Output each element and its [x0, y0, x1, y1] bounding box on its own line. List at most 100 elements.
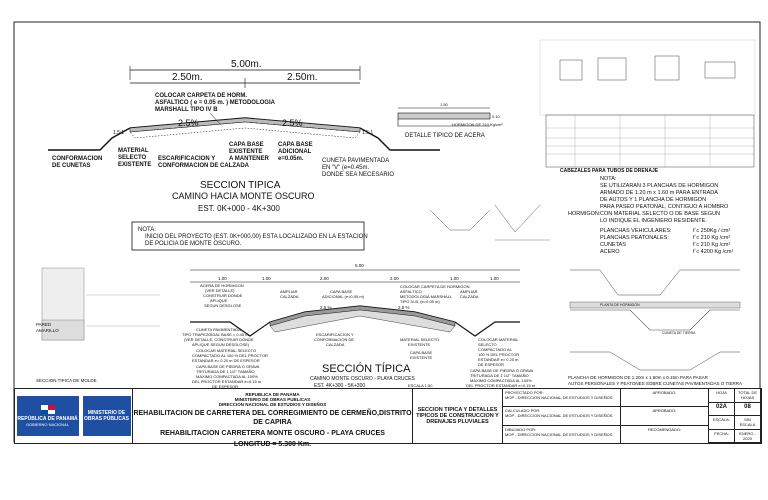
svg-text:CALZADA: CALZADA — [280, 294, 299, 299]
svg-text:MAXIMO COMPACTADA AL 100%: MAXIMO COMPACTADA AL 100% — [196, 374, 258, 379]
svg-text:DE ESPESOR: DE ESPESOR — [478, 362, 504, 367]
svg-text:TIPO TRAPEZOIDAL BASE = 0.45 m: TIPO TRAPEZOIDAL BASE = 0.45 m — [182, 332, 249, 337]
dim-left: 2.50m. — [172, 72, 203, 83]
svg-text:CAPA BASE: CAPA BASE — [410, 350, 432, 355]
svg-text:COLOCAR MATERIAL: COLOCAR MATERIAL — [478, 337, 519, 342]
svg-text:e=0.05m.: e=0.05m. — [278, 156, 304, 162]
svg-text:CAPA BASE DE PIEDRA O GRAVA: CAPA BASE DE PIEDRA O GRAVA — [470, 368, 534, 373]
svg-text:EN "V" (e=0.45m.: EN "V" (e=0.45m. — [322, 165, 369, 171]
svg-text:1.50: 1.50 — [440, 102, 449, 107]
slope-left: 2.5% — [178, 118, 199, 128]
svg-text:PLANTA DE HORMIGON: PLANTA DE HORMIGON — [600, 303, 640, 307]
svg-text:ASFALTICO ( e = 0.05 m. ) METO: ASFALTICO ( e = 0.05 m. ) METODOLOGIA — [155, 100, 276, 106]
svg-text:ADICIONAL: ADICIONAL — [278, 149, 312, 155]
svg-text:CUNETA DE TIERRA: CUNETA DE TIERRA — [662, 331, 696, 335]
svg-text:APLIQUE: APLIQUE — [210, 298, 228, 303]
mop-logo: MINISTERIO DE OBRAS PÚBLICAS — [82, 396, 131, 436]
svg-text:CAMINO MONTE OSCURO - PLAYA CR: CAMINO MONTE OSCURO - PLAYA CRUCES — [310, 376, 415, 382]
project-title: REHABILITACION DE CARRETERA DEL CORREGIM… — [133, 410, 412, 426]
side-slope-right: 1.5:1 — [362, 130, 373, 136]
svg-text:HORMIGON:: HORMIGON: — [568, 211, 601, 217]
sheet-meta: HOJA TOTAL DE HOJAS 02A 08 ESCALA: SIN E… — [709, 389, 761, 443]
svg-text:DEL PROCTOR ESTANDAR e=0.15 m: DEL PROCTOR ESTANDAR e=0.15 m — [466, 383, 536, 388]
right-lower-details: PLANTA DE HORMIGON CUNETA DE TIERRA PLAN… — [568, 269, 742, 386]
svg-text:CONSTRUIR DONDE: CONSTRUIR DONDE — [203, 293, 243, 298]
svg-text:SECCION TIPICA DE MOLDE: SECCION TIPICA DE MOLDE — [36, 378, 97, 383]
svg-text:ESCARIFICACION Y: ESCARIFICACION Y — [316, 332, 354, 337]
label-carpeta: COLOCAR CARPETA DE HORM. — [155, 93, 247, 99]
svg-text:(VER DETALLE, CONSTRUIR DONDE: (VER DETALLE, CONSTRUIR DONDE — [184, 337, 254, 342]
svg-text:CAPA BASE: CAPA BASE — [330, 289, 352, 294]
svg-text:1.00: 1.00 — [218, 276, 227, 281]
svg-text:ASFALTICO: ASFALTICO — [400, 289, 422, 294]
svg-text:ARMADO DE 1.20 m x 1.60 m PARA: ARMADO DE 1.20 m x 1.60 m PARA ENTRADA — [600, 190, 718, 196]
svg-text:PARED: PARED — [36, 322, 52, 327]
acera-detail: 1.50 HORMIGON DE 210 Kg/cm² 0.10 DETALLE… — [397, 102, 503, 139]
svg-text:2.5 %: 2.5 % — [398, 305, 410, 310]
svg-text:CUNETA PAVIMENTADA: CUNETA PAVIMENTADA — [196, 327, 241, 332]
svg-text:f`c 210 Kg /cm²: f`c 210 Kg /cm² — [693, 242, 730, 248]
svg-text:TIPO IV-B, (e=0.05 m): TIPO IV-B, (e=0.05 m) — [400, 299, 440, 304]
svg-text:EST. 4K+300 - 5K+300: EST. 4K+300 - 5K+300 — [314, 383, 365, 389]
label-capa-adicional: CAPA BASE — [278, 142, 313, 148]
svg-text:AUTOS PERSONALES Y PEATONES SO: AUTOS PERSONALES Y PEATONES SOBRE CUNETA… — [568, 381, 742, 386]
left-mold-detail: PARED AMARILLO SECCION TIPICA DE MOLDE — [36, 267, 160, 383]
label-cuneta: CUNETA PAVIMENTADA — [322, 158, 389, 164]
nota-planchas: NOTA: SE UTILIZARAN 3 PLANCHAS DE HORMIG… — [568, 176, 734, 255]
svg-text:(VER DETALLE): (VER DETALLE) — [205, 288, 235, 293]
label-escarif: ESCARIFICACION Y — [158, 156, 215, 162]
svg-text:COMPACTADO AL: COMPACTADO AL — [478, 347, 513, 352]
svg-text:ESTANDAR e= 0.20 m: ESTANDAR e= 0.20 m — [478, 357, 519, 362]
svg-text:DONDE SEA NECESARIO: DONDE SEA NECESARIO — [322, 172, 394, 178]
dim-total: 5.00m. — [231, 59, 262, 70]
roles: PROYECTADO POR:MOP - DIRECCION NACIONAL … — [503, 389, 621, 443]
svg-text:PLANCHAS VEHICULARES:: PLANCHAS VEHICULARES: — [600, 228, 672, 234]
svg-text:MAXIMO COMPACTADA AL 100%: MAXIMO COMPACTADA AL 100% — [470, 378, 532, 383]
svg-text:PLANCHAS PEATONALES:: PLANCHAS PEATONALES: — [600, 235, 669, 241]
svg-text:APLIQUE SEGUN DESGLOSE): APLIQUE SEGUN DESGLOSE) — [192, 342, 250, 347]
cabezales-details: CABEZALES PARA TUBOS DE DRENAJE — [539, 39, 756, 174]
label-material: MATERIAL — [118, 148, 149, 154]
svg-text:ADICIONAL (e=0.05 m): ADICIONAL (e=0.05 m) — [322, 294, 365, 299]
svg-text:COMPACTADO AL 100 % DEL PROCTO: COMPACTADO AL 100 % DEL PROCTOR — [192, 353, 268, 358]
svg-text:SEGUN DESGLOSE: SEGUN DESGLOSE — [204, 303, 242, 308]
svg-text:EXISTENTE: EXISTENTE — [229, 149, 262, 155]
svg-text:1.00: 1.00 — [490, 276, 499, 281]
title-block: REPÚBLICA DE PANAMÁ GOBIERNO NACIONAL MI… — [14, 388, 762, 448]
svg-text:100 % DEL PROCTOR: 100 % DEL PROCTOR — [478, 352, 519, 357]
svg-text:CONFORMACION DE CALZADA: CONFORMACION DE CALZADA — [158, 163, 250, 169]
svg-text:AMPLIAR: AMPLIAR — [460, 289, 478, 294]
svg-text:COLOCAR MATERIAL SELECTO: COLOCAR MATERIAL SELECTO — [196, 348, 256, 353]
cabezales-title: CABEZALES PARA TUBOS DE DRENAJE — [560, 168, 659, 174]
svg-text:TRITURADA DE 1 1/2" TAMAÑO: TRITURADA DE 1 1/2" TAMAÑO — [196, 369, 255, 374]
bottom-typical-section: 5.00 1.00 1.00 2.00 2.00 1.00 1.00 2.5 %… — [182, 263, 536, 393]
svg-text:ACERA DE HORMIGON: ACERA DE HORMIGON — [200, 283, 244, 288]
svg-text:CALZADA: CALZADA — [460, 294, 479, 299]
svg-text:EXISTENTE: EXISTENTE — [408, 342, 431, 347]
label-capa-existente: CAPA BASE — [229, 142, 264, 148]
svg-text:TRITURADA DE 1 1/2" TAMAÑO: TRITURADA DE 1 1/2" TAMAÑO — [470, 373, 529, 378]
svg-text:ESTANDAR e= 0.20 m DE ESPESOR: ESTANDAR e= 0.20 m DE ESPESOR — [192, 358, 260, 363]
svg-text:2.00: 2.00 — [320, 276, 329, 281]
svg-text:1.00: 1.00 — [262, 276, 271, 281]
svg-text:DE CUNETAS: DE CUNETAS — [52, 163, 91, 169]
acera-title: DETALLE TIPICO DE ACERA — [405, 133, 485, 139]
side-slope-left: 1.5:1 — [113, 130, 124, 136]
svg-text:AMPLIAR: AMPLIAR — [280, 289, 298, 294]
svg-text:2.5 %: 2.5 % — [320, 305, 332, 310]
svg-text:CALZADA: CALZADA — [326, 342, 345, 347]
svg-text:COLOCAR CARPETA DE HORMIGON: COLOCAR CARPETA DE HORMIGON — [400, 284, 470, 289]
svg-text:CUNETAS: CUNETAS — [600, 242, 626, 248]
svg-text:INICIO DEL PROYECTO (EST. 0K+0: INICIO DEL PROYECTO (EST. 0K+000.00) EST… — [145, 234, 368, 240]
approvals: APROBADO: APROBADO: RECOMENDADO: — [621, 389, 709, 443]
svg-text:DEL PROCTOR ESTANDAR e=0.15 m: DEL PROCTOR ESTANDAR e=0.15 m — [192, 379, 262, 384]
svg-text:DE POLICIA DE MONTE OSCURO.: DE POLICIA DE MONTE OSCURO. — [145, 241, 242, 247]
svg-text:DE AUTOS Y 1 PLANCHA DE HORMIG: DE AUTOS Y 1 PLANCHA DE HORMIGON — [600, 197, 706, 203]
svg-text:CAPA BASE DE PIEDRA O GRAVA: CAPA BASE DE PIEDRA O GRAVA — [196, 364, 260, 369]
svg-text:f`c 250Kg / cm²: f`c 250Kg / cm² — [693, 228, 730, 234]
dim-right: 2.50m. — [287, 72, 318, 83]
cuneta-sketches — [429, 204, 550, 241]
svg-text:f`c 210 Kg /cm²: f`c 210 Kg /cm² — [693, 235, 730, 241]
svg-text:0.10: 0.10 — [492, 114, 501, 119]
